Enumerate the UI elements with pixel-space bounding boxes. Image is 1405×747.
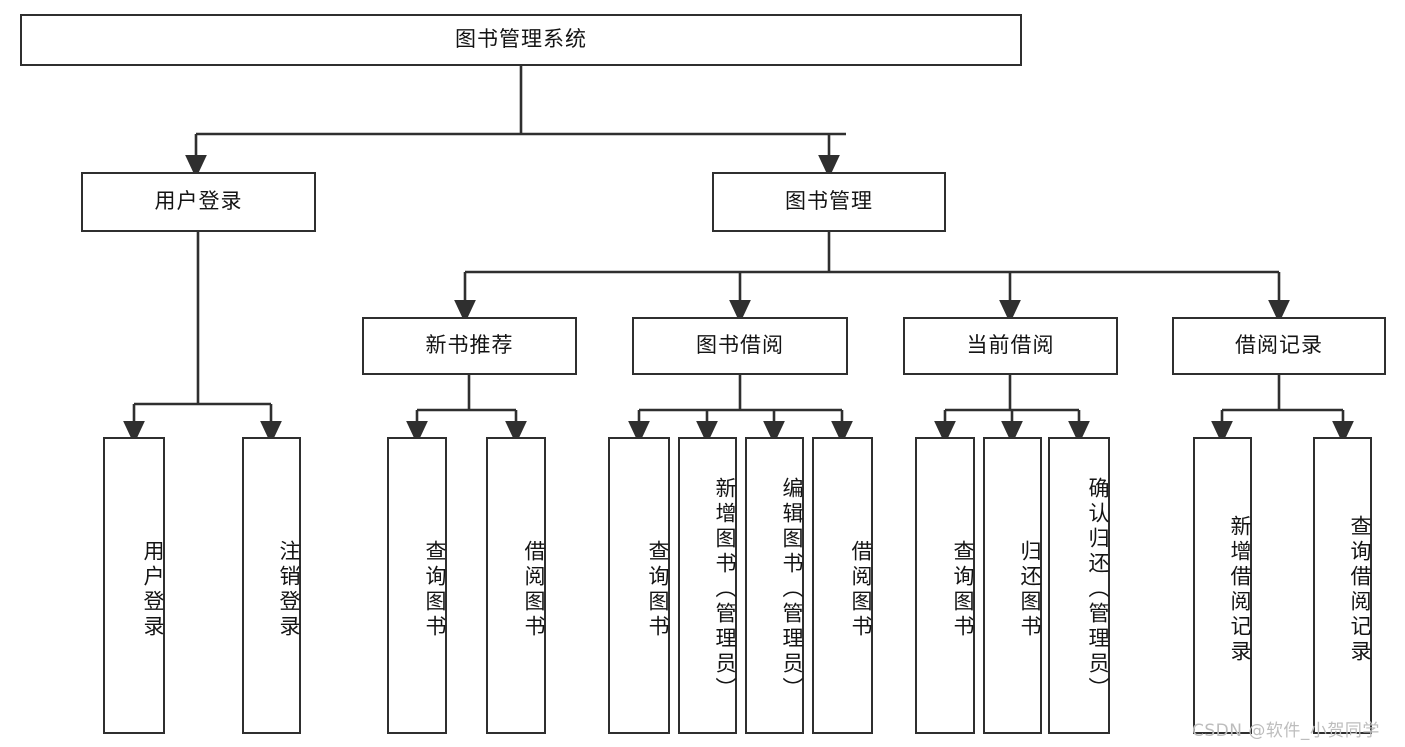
node-label: 借阅图书 [849,539,873,640]
node-label: 图书管理 [785,189,873,214]
leaf-edit-book-admin[interactable]: 编辑图书（管理员） [745,437,804,734]
leaf-add-borrow-record[interactable]: 新增借阅记录 [1193,437,1252,734]
node-borrow-record[interactable]: 借阅记录 [1172,317,1386,375]
node-label: 归还图书 [1018,539,1042,640]
node-label: 确认归还（管理员） [1086,477,1110,702]
leaf-query-book-borrow[interactable]: 查询图书 [608,437,670,734]
node-label: 编辑图书（管理员） [780,477,804,702]
leaf-borrow-book[interactable]: 借阅图书 [812,437,873,734]
leaf-borrow-book-recommend[interactable]: 借阅图书 [486,437,546,734]
node-label: 查询图书 [646,539,670,640]
leaf-add-book-admin[interactable]: 新增图书（管理员） [678,437,737,734]
node-label: 注销登录 [277,539,301,640]
node-label: 用户登录 [154,189,243,214]
leaf-return-book[interactable]: 归还图书 [983,437,1042,734]
node-label: 图书管理系统 [455,27,587,52]
node-label: 当前借阅 [966,333,1055,358]
node-user-login[interactable]: 用户登录 [81,172,316,232]
node-label: 借阅图书 [522,539,546,640]
node-book-borrow[interactable]: 图书借阅 [632,317,848,375]
node-label: 新增图书（管理员） [713,477,737,702]
node-current-borrow[interactable]: 当前借阅 [903,317,1118,375]
node-label: 新书推荐 [425,333,514,358]
node-label: 查询借阅记录 [1348,514,1372,665]
csdn-watermark: CSDN @软件_小贺同学 [1192,721,1380,741]
node-root-book-management-system[interactable]: 图书管理系统 [20,14,1022,66]
node-label: 用户登录 [141,539,165,640]
node-label: 查询图书 [951,539,975,640]
leaf-logout[interactable]: 注销登录 [242,437,301,734]
node-book-management[interactable]: 图书管理 [712,172,946,232]
leaf-confirm-return-admin[interactable]: 确认归还（管理员） [1048,437,1110,734]
leaf-user-login[interactable]: 用户登录 [103,437,165,734]
leaf-query-borrow-record[interactable]: 查询借阅记录 [1313,437,1372,734]
node-label: 查询图书 [423,539,447,640]
leaf-query-book-current[interactable]: 查询图书 [915,437,975,734]
node-new-book-recommend[interactable]: 新书推荐 [362,317,577,375]
node-label: 图书借阅 [696,333,784,358]
leaf-query-book-recommend[interactable]: 查询图书 [387,437,447,734]
node-label: 新增借阅记录 [1228,514,1252,665]
node-label: 借阅记录 [1235,333,1323,358]
